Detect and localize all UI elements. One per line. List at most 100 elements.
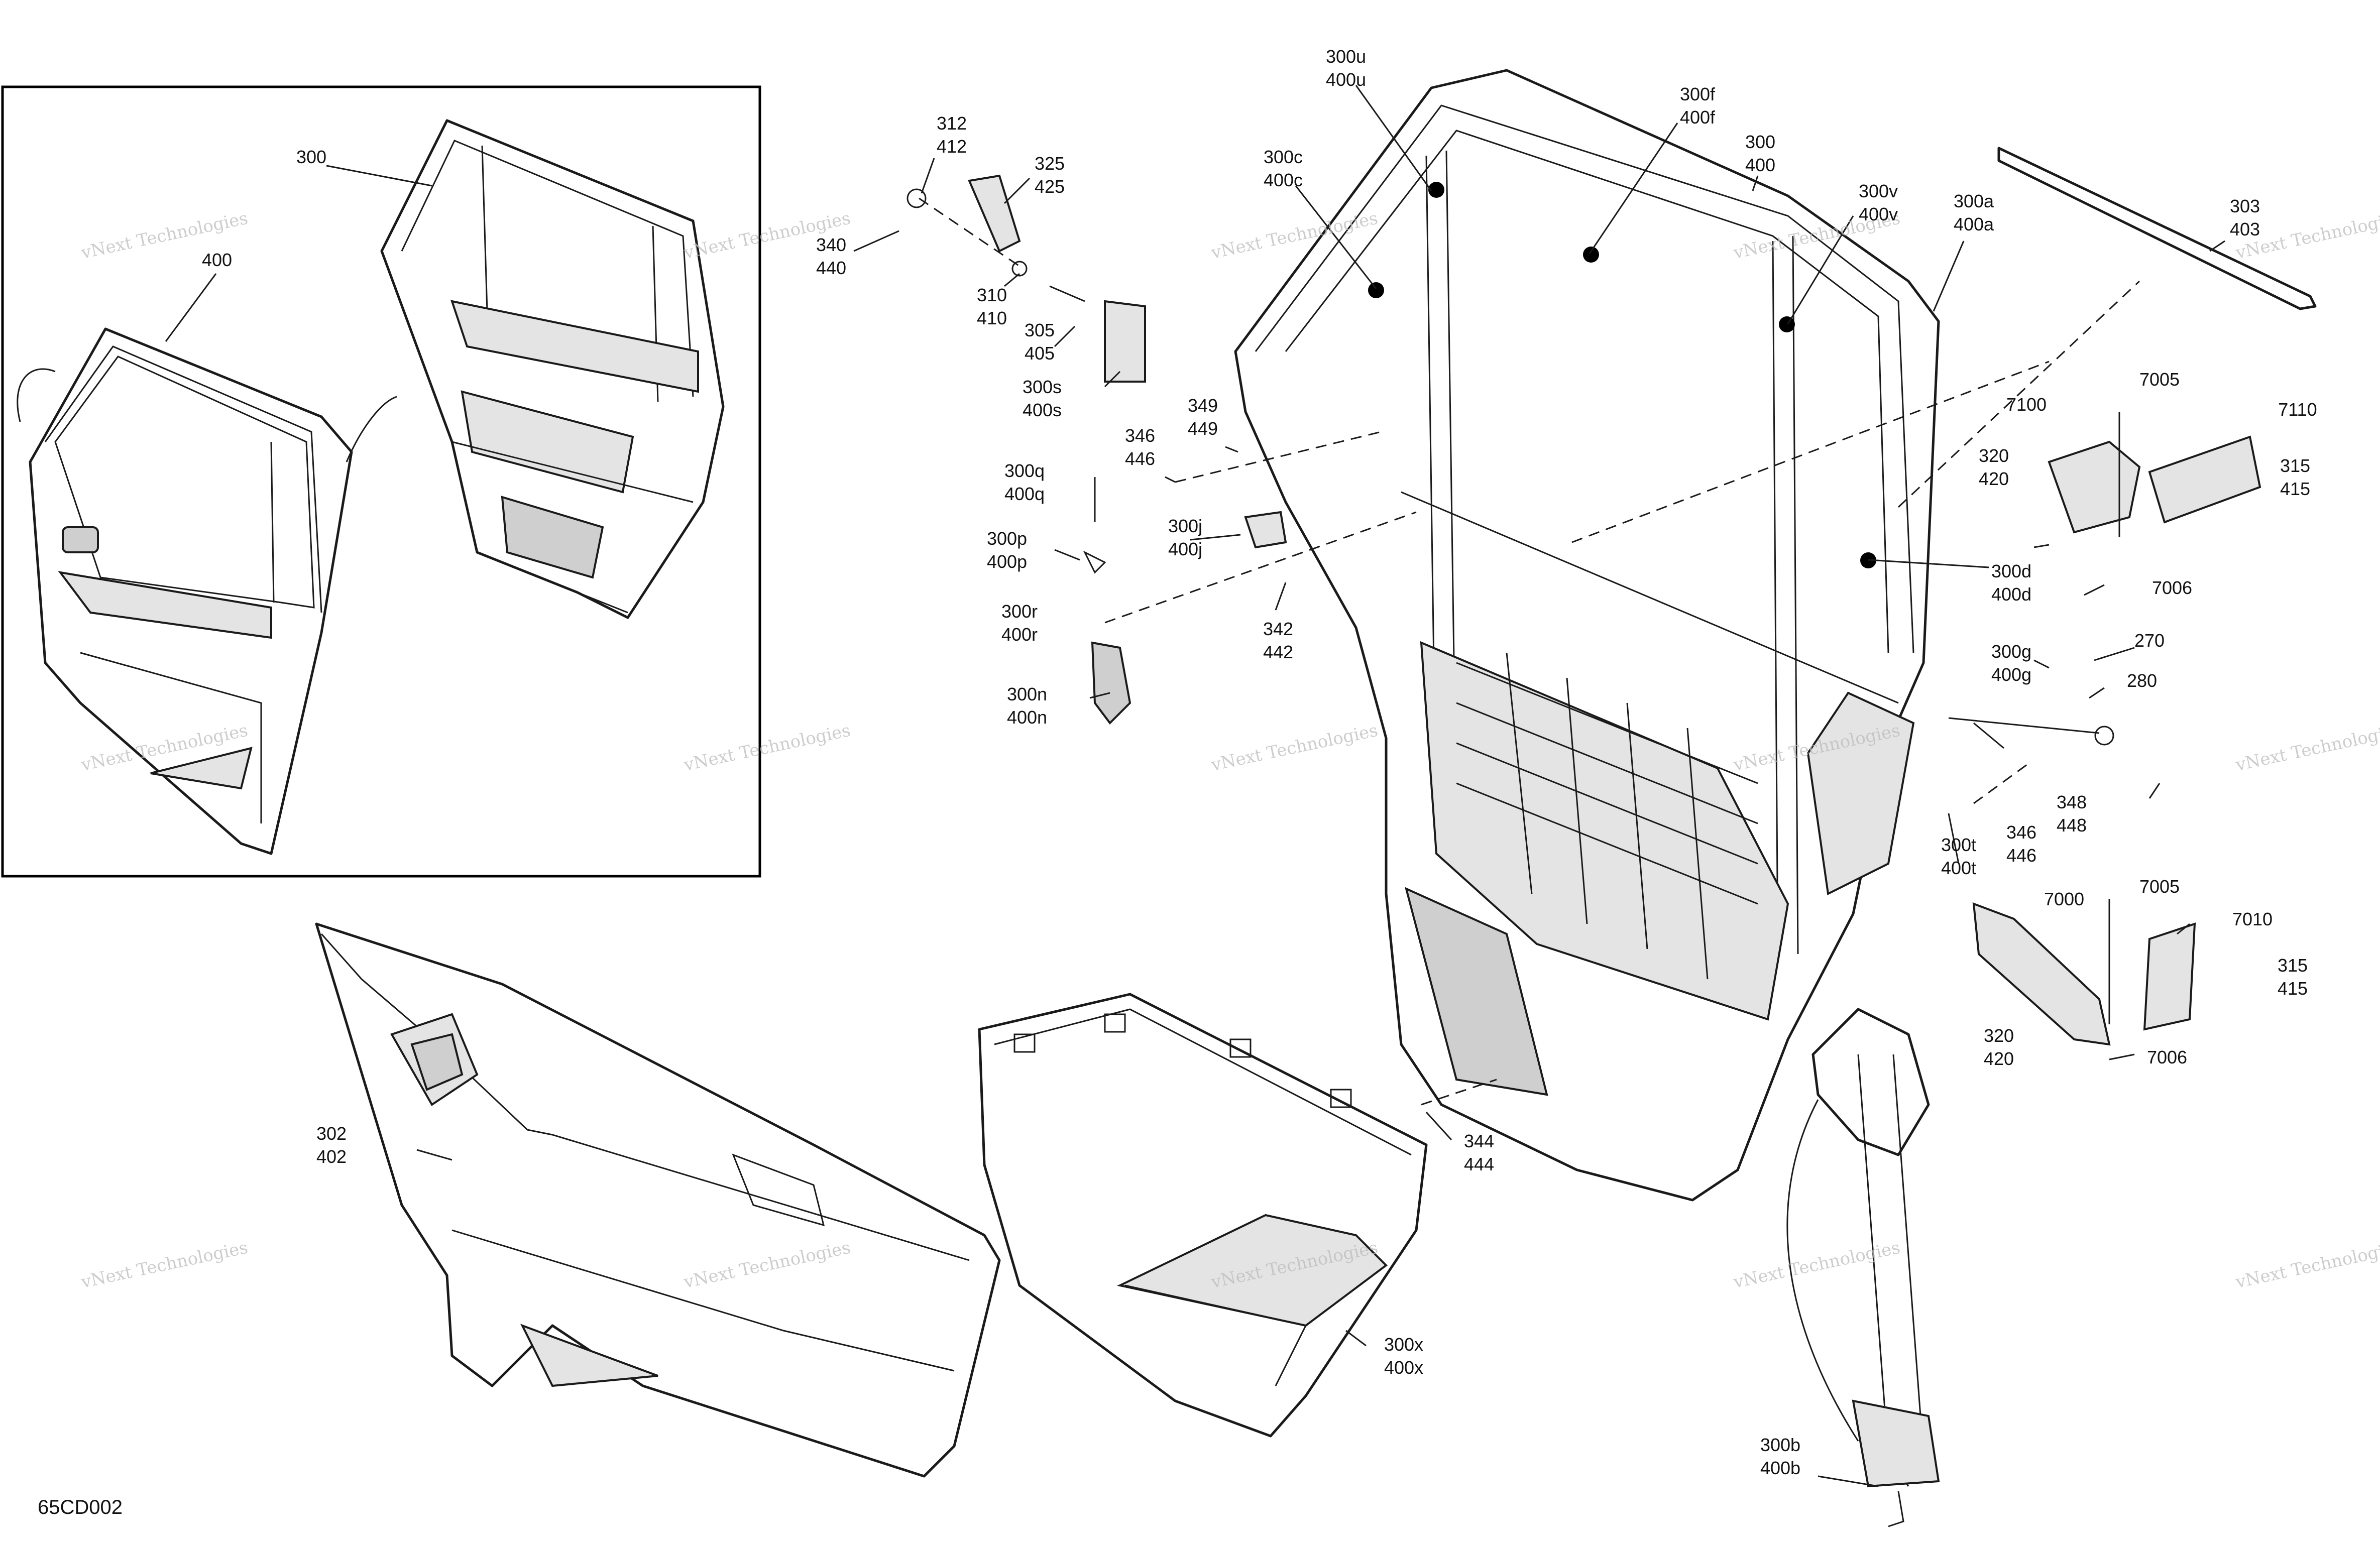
callout-text: 412	[937, 136, 967, 157]
callout-text: 302	[316, 1123, 347, 1144]
callout-text: 300g	[1991, 641, 2031, 662]
callout-text: 449	[1188, 418, 1218, 439]
callout-text: 400d	[1991, 584, 2031, 605]
callout-text: 300c	[1264, 147, 1303, 167]
watermark: vNext Technologies	[2233, 721, 2380, 776]
callout-280: 280	[2127, 670, 2157, 691]
watermark-text: vNext Technologies	[2233, 721, 2380, 776]
callout-text: 420	[1984, 1048, 2014, 1069]
watermark-text: vNext Technologies	[1209, 208, 1380, 264]
callout-text: 315	[2280, 455, 2310, 476]
watermark-text: vNext Technologies	[1731, 1238, 1902, 1293]
callout-text: 300p	[987, 528, 1027, 549]
callout-text: 7005	[2139, 876, 2180, 897]
callout-7006a: 7006	[2152, 577, 2192, 598]
diagram-code: 65CD002	[38, 1496, 123, 1518]
callout-text: 400s	[1023, 400, 1062, 420]
window-regulator-300b	[1786, 1008, 1940, 1527]
callout-text: 7006	[2147, 1047, 2187, 1067]
watermark-text: vNext Technologies	[682, 1238, 852, 1293]
glass-marker-300c	[1368, 282, 1384, 298]
callout-text: 400x	[1384, 1357, 1423, 1378]
glass-marker-300u	[1428, 182, 1444, 198]
callout-text: 300j	[1168, 516, 1202, 536]
hinge-lower-7000	[1972, 899, 2196, 1046]
callout-text: 300r	[1001, 601, 1038, 622]
hinge-upper-7100	[2048, 412, 2261, 537]
callout-text: 400u	[1326, 69, 1366, 90]
door-trim-panel-302	[315, 922, 1001, 1478]
callout-7100: 7100	[2006, 394, 2047, 415]
callout-270: 270	[2134, 630, 2165, 651]
callout-text: 300q	[1004, 460, 1045, 481]
inset-door-left	[17, 327, 397, 855]
callout-300: 300	[296, 147, 326, 167]
callout-text: 440	[816, 258, 846, 278]
inset-assembly-view	[1, 85, 761, 878]
callout-text: 400f	[1680, 107, 1716, 128]
callout-text: 448	[2057, 815, 2087, 836]
callout-text: 300f	[1680, 84, 1716, 104]
door-pocket-300x	[978, 993, 1428, 1438]
callout-text: 320	[1984, 1025, 2014, 1046]
watermark: vNext Technologies	[1731, 1238, 1902, 1293]
callout-text: 312	[937, 113, 967, 134]
callout-300f: 300f 400f	[1680, 84, 1716, 128]
callout-text: 444	[1464, 1154, 1494, 1174]
callout-text: 400a	[1954, 214, 1994, 234]
callout-text: 280	[2127, 670, 2157, 691]
callout-7005a: 7005	[2139, 369, 2180, 390]
callout-text: 315	[2278, 955, 2308, 976]
callout-text: 400n	[1007, 707, 1047, 728]
inset-frame	[1, 85, 761, 878]
callout-7110: 7110	[2278, 399, 2317, 420]
watermark: vNext Technologies	[1209, 721, 1380, 776]
callout-7000: 7000	[2044, 889, 2084, 909]
callout-text: 403	[2230, 219, 2260, 240]
callout-text: 300u	[1326, 46, 1366, 67]
callout-text: 400r	[1001, 624, 1038, 645]
callout-text: 300x	[1384, 1334, 1423, 1355]
callout-text: 400c	[1264, 170, 1303, 190]
inset-door-right	[380, 119, 725, 619]
callout-text: 340	[816, 234, 846, 255]
callout-text: 400v	[1859, 204, 1898, 224]
callout-text: 7005	[2139, 369, 2180, 390]
watermark: vNext Technologies	[79, 1238, 250, 1293]
callout-text: 400j	[1168, 539, 1202, 559]
callout-text: 348	[2057, 792, 2087, 812]
callout-text: 303	[2230, 196, 2260, 216]
callout-text: 305	[1025, 320, 1055, 340]
callout-text: 346	[1125, 425, 1155, 446]
callout-7010: 7010	[2232, 909, 2273, 929]
callout-text: 300v	[1859, 181, 1898, 201]
callout-400: 400	[202, 250, 232, 270]
callout-text: 7006	[2152, 577, 2192, 598]
callout-text: 300t	[1941, 835, 1976, 855]
watermark-text: vNext Technologies	[79, 1238, 250, 1293]
callout-text: 320	[1979, 445, 2009, 466]
watermark-text: vNext Technologies	[1209, 721, 1380, 776]
callout-text: 446	[2006, 845, 2036, 866]
callout-text: 300d	[1991, 561, 2031, 581]
callout-text: 310	[977, 285, 1007, 305]
